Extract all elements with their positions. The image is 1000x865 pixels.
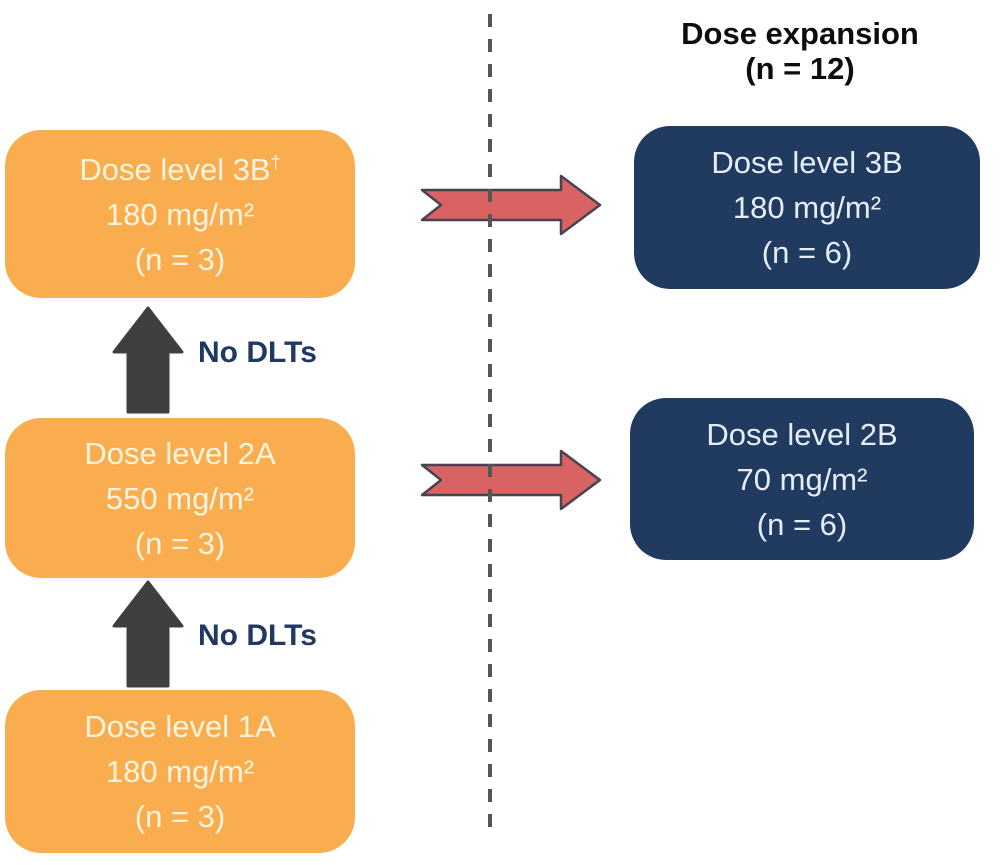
dashed-divider-line xyxy=(488,14,492,830)
box-n: (n = 3) xyxy=(134,525,226,561)
right-arrow-icon xyxy=(420,174,602,236)
no-dlts-label-upper: No DLTs xyxy=(198,336,317,369)
dagger-footnote-marker: † xyxy=(270,152,281,173)
box-title-text: Dose level 3B xyxy=(79,151,271,187)
expansion-box-2b: Dose level 2B 70 mg/m² (n = 6) xyxy=(630,398,974,560)
box-title: Dose level 2A xyxy=(84,435,276,471)
expansion-box-3b: Dose level 3B 180 mg/m² (n = 6) xyxy=(634,126,980,289)
box-dose: 70 mg/m² xyxy=(736,461,868,497)
box-title: Dose level 1A xyxy=(84,709,276,744)
box-title: Dose level 3B xyxy=(711,145,903,180)
dose-expansion-title: Dose expansion xyxy=(681,16,919,51)
box-dose: 180 mg/m² xyxy=(105,754,255,789)
box-title: Dose level 2B xyxy=(706,416,898,452)
up-arrow-icon xyxy=(112,580,184,688)
box-title: Dose level 3B† xyxy=(79,147,280,192)
dose-expansion-count: (n = 12) xyxy=(745,51,855,86)
right-arrow-icon xyxy=(420,449,602,511)
box-n: (n = 6) xyxy=(761,235,853,270)
box-n: (n = 3) xyxy=(134,799,226,834)
escalation-box-3b: Dose level 3B† 180 mg/m² (n = 3) xyxy=(5,130,355,298)
box-dose: 550 mg/m² xyxy=(105,480,255,516)
escalation-box-1a: Dose level 1A 180 mg/m² (n = 3) xyxy=(5,690,355,853)
box-dose: 180 mg/m² xyxy=(732,190,882,225)
no-dlts-label-lower: No DLTs xyxy=(198,619,317,652)
dose-expansion-header: Dose expansion (n = 12) xyxy=(600,16,1000,86)
up-arrow-icon xyxy=(112,306,184,414)
box-n: (n = 3) xyxy=(134,241,226,277)
escalation-box-2a: Dose level 2A 550 mg/m² (n = 3) xyxy=(5,418,355,578)
box-dose: 180 mg/m² xyxy=(105,196,255,232)
box-n: (n = 6) xyxy=(756,506,848,542)
